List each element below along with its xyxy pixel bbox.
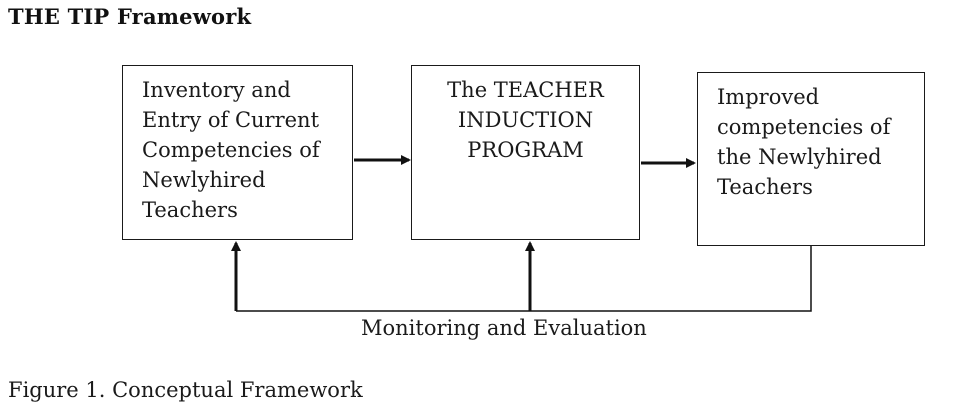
box-line: Teachers (717, 175, 813, 199)
box-line: The TEACHER (447, 78, 604, 102)
box-line: the Newlyhired (717, 145, 882, 169)
box-line: Newlyhired (142, 168, 266, 192)
box-line: Entry of Current (142, 108, 320, 132)
feedback-loop-line (236, 246, 812, 312)
framework-title: THE TIP Framework (8, 4, 252, 29)
box-line: Improved (717, 85, 820, 109)
box-line: competencies of (717, 115, 891, 139)
figure-caption: Figure 1. Conceptual Framework (8, 378, 363, 402)
improved-competencies-box: Improved competencies of the Newlyhired … (697, 72, 925, 246)
box-line: Competencies of (142, 138, 320, 162)
teacher-induction-program-box: The TEACHER INDUCTION PROGRAM (411, 65, 640, 240)
inventory-entry-box: Inventory and Entry of Current Competenc… (122, 65, 353, 240)
box-line: Teachers (142, 198, 238, 222)
box-line: Inventory and (142, 78, 291, 102)
box-line: PROGRAM (467, 138, 584, 162)
monitoring-evaluation-label: Monitoring and Evaluation (361, 316, 647, 340)
box-line: INDUCTION (457, 108, 594, 132)
